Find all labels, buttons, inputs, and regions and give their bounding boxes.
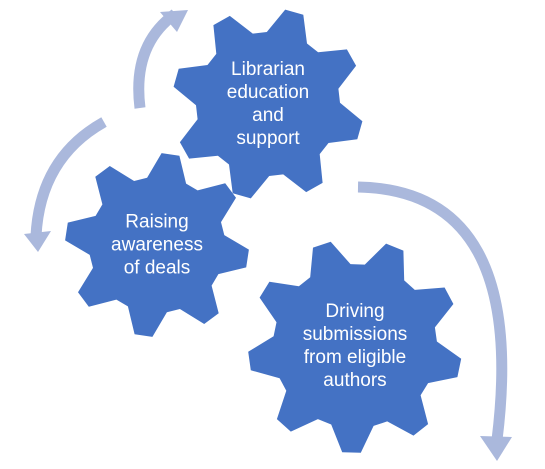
gear-driving-submissions — [248, 241, 462, 453]
cycle-arrow-arrow-to-top — [133, 9, 179, 109]
cycle-arrow-arrow-to-left — [30, 117, 107, 237]
gear-raising-awareness — [65, 153, 249, 337]
gear-label-librarian-education: Librarian education and support — [226, 59, 310, 149]
arrowhead-icon — [480, 436, 512, 461]
arrowhead-icon — [24, 231, 51, 252]
cycle-arrow-arrow-to-bottom-right — [357, 181, 508, 441]
gear-label-raising-awareness: Raising awareness of deals — [111, 211, 203, 279]
gears-layer — [65, 9, 462, 453]
gear-librarian-education — [173, 9, 363, 199]
gear-label-driving-submissions: Driving submissions from eligible author… — [302, 301, 408, 391]
arrows-layer — [24, 9, 512, 461]
arrowhead-icon — [160, 10, 188, 32]
